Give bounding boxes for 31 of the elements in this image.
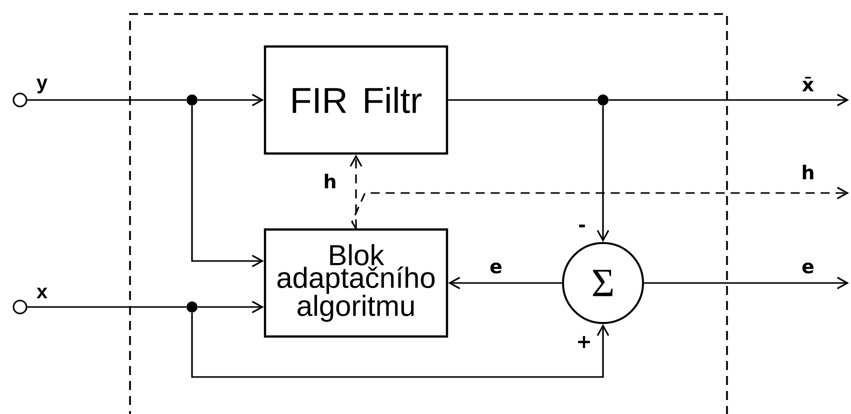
system-boundary <box>129 13 728 414</box>
arrow <box>191 312 610 378</box>
arrow <box>351 186 849 229</box>
arrow <box>198 94 264 106</box>
arrow <box>608 94 849 106</box>
summing-junction: Σ <box>562 242 644 324</box>
edge-label: x̄ <box>800 76 816 92</box>
edge-label: e <box>800 262 816 274</box>
junction-dot <box>598 94 608 106</box>
terminal-label: y <box>36 78 48 94</box>
arrow <box>198 300 264 314</box>
connector-line <box>448 99 598 101</box>
arrow <box>644 276 849 290</box>
junction-dot <box>186 94 198 106</box>
input-terminal <box>12 92 28 108</box>
arrow <box>350 154 362 228</box>
input-terminal <box>12 300 28 314</box>
edge-label: h <box>322 172 338 190</box>
arrow <box>448 276 562 290</box>
connector-line <box>27 99 186 101</box>
process-box: FIR Filtr <box>264 45 448 155</box>
edge-label: + <box>575 335 593 349</box>
edge-label: e <box>488 262 504 274</box>
edge-label: h <box>800 164 816 180</box>
edge-label: - <box>577 224 587 232</box>
arrow <box>191 106 264 268</box>
process-box: Blok adaptačního algoritmu <box>264 228 448 338</box>
junction-dot <box>186 302 198 312</box>
connector-line <box>27 306 186 308</box>
arrow <box>596 106 610 242</box>
terminal-label: x <box>36 288 48 298</box>
